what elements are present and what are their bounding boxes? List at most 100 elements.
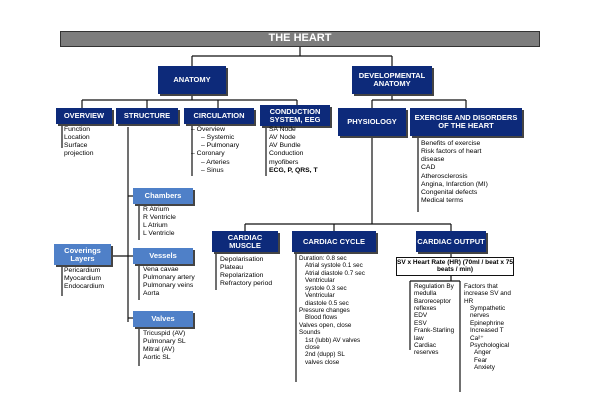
list-item: Psychological [470,341,510,349]
list-item: – Coronary [191,150,225,158]
overview-label: OVERVIEW [63,111,105,121]
list-item: Regulation By medulla [414,283,454,298]
list-item: Anxiety [474,363,495,371]
cardiac-muscle-list: Depolarisation Plateau Repolarization Re… [220,256,272,289]
structure-box: STRUCTURE [116,108,178,124]
list-item: R Ventricle [143,214,176,222]
list-item: Function [64,126,91,133]
list-item: Pulmonary SL [143,338,186,346]
coverings-list: Pericardium Myocardium Endocardium [64,267,104,291]
circulation-label: CIRCULATION [193,111,245,121]
list-item: Tricuspid (AV) [143,330,186,337]
list-item: Frank-Starling law [414,327,455,342]
list-item: Pressure changes [299,306,350,314]
circulation-list: – Overview – Systemic – Pulmonary – Coro… [191,126,239,175]
list-item: Cardiac reserves [414,341,439,357]
list-item: Ventricular systole 0.3 sec [305,277,347,292]
list-item: Atrial systole 0.1 sec [305,262,363,270]
list-item: Fear [474,356,488,364]
list-item: Myocardium [64,275,102,283]
cardiac-output-right-list: Factors that increase SV and HR Sympathe… [464,283,516,371]
list-item: Endocardium [64,283,105,291]
list-item: EDV [414,312,428,320]
overview-box: OVERVIEW [56,108,112,124]
list-item: 2nd (dupp) SL valves close [305,351,345,366]
list-item: – Overview [191,126,225,133]
list-item: Refractory period [220,280,273,288]
circulation-box: CIRCULATION [184,108,254,124]
list-item: Medical terms [421,197,464,205]
list-item: Increased T [470,327,504,335]
vessels-list: Vena cavae Pulmonary artery Pulmonary ve… [143,266,195,299]
list-item: Atherosclerosis [421,172,468,180]
list-item: – Sinus [201,166,224,174]
coverings-layers-label: Coverings Layers [64,245,101,263]
list-item: Depolarisation [220,256,264,263]
cardiac-muscle-label: CARDIAC MUSCLE [227,232,263,250]
list-item: AV Bundle [269,142,301,150]
chambers-label: Chambers [144,191,182,201]
list-item: Pulmonary artery [143,274,195,282]
diagram-title: THE HEART [60,31,540,47]
cardiac-output-left-list: Regulation By medulla Baroreceptor refle… [414,283,458,357]
list-item: R Atrium [143,206,170,213]
list-item: ECG, P, QRS, T [269,166,318,174]
list-item: CAD [421,164,436,172]
exercise-disorders-box: EXERCISE AND DISORDERS OF THE HEART [410,108,522,136]
vessels-box: Vessels [133,248,193,264]
list-item: Angina, Infarction (MI) [421,180,488,188]
list-item: L Atrium [143,222,168,230]
list-item: Pericardium [64,267,101,274]
structure-label: STRUCTURE [123,111,171,121]
list-item: Ca²⁺ [470,334,484,342]
list-item: – Pulmonary [201,142,240,150]
list-item: Aortic SL [143,354,171,362]
list-item: Duration: 0.8 sec [299,255,347,262]
list-item: ESV [414,319,427,327]
list-item: Congenital defects [421,188,478,196]
exercise-disorders-label: EXERCISE AND DISORDERS OF THE HEART [414,113,518,130]
vessels-label: Vessels [149,251,177,261]
developmental-anatomy-box: DEVELOPMENTAL ANATOMY [352,66,432,94]
anatomy-box: ANATOMY [158,66,226,94]
list-item: Risk factors of heart disease [421,148,482,164]
exercise-list: Benefits of exercise Risk factors of hea… [421,140,488,205]
list-item: Conduction myofibers [269,150,304,166]
valves-label: Valves [151,314,175,324]
list-item: Mitral (AV) [143,346,175,354]
cardiac-output-formula: SV x Heart Rate (HR) (70ml / beat x 75 b… [396,257,514,276]
list-item: Repolarization [220,272,264,280]
list-item: Location [64,134,90,142]
list-item: Sounds [299,329,321,337]
cardiac-output-box: CARDIAC OUTPUT [416,231,486,252]
conduction-list: SA Node AV Node AV Bundle Conduction myo… [269,126,321,175]
list-item: Valves open, close [299,321,352,329]
list-item: Ventricular diastole 0.5 sec [305,292,349,307]
list-item: – Arteries [201,158,230,166]
cardiac-output-formula-text: SV x Heart Rate (HR) (70ml / beat x 75 b… [397,258,513,273]
chambers-box: Chambers [133,188,193,204]
anatomy-label: ANATOMY [173,75,211,85]
title-text: THE HEART [268,32,332,45]
list-item: Benefits of exercise [421,140,481,147]
list-item: Anger [474,349,492,357]
list-item: L Ventricle [143,230,175,238]
list-item: Baroreceptor reflexes [414,297,451,313]
list-item: Factors that increase SV and HR [464,283,511,305]
list-item: Pulmonary veins [143,282,194,290]
valves-list: Tricuspid (AV) Pulmonary SL Mitral (AV) … [143,330,186,363]
list-item: 1st (lubb) AV valves close [305,336,361,352]
physiology-box: PHYSIOLOGY [338,108,406,136]
list-item: Vena cavae [143,266,179,273]
list-item: – Systemic [201,134,235,142]
overview-list: Function Location Surface projection [64,126,108,159]
list-item: AV Node [269,134,296,142]
cardiac-cycle-list: Duration: 0.8 sec Atrial systole 0.1 sec… [299,255,365,366]
conduction-system-label: CONDUCTION SYSTEM, EEG [269,106,321,124]
list-item: Aorta [143,290,160,298]
developmental-anatomy-label: DEVELOPMENTAL ANATOMY [358,71,426,88]
physiology-label: PHYSIOLOGY [347,117,397,127]
list-item: SA Node [269,126,296,133]
cardiac-cycle-label: CARDIAC CYCLE [302,236,366,246]
